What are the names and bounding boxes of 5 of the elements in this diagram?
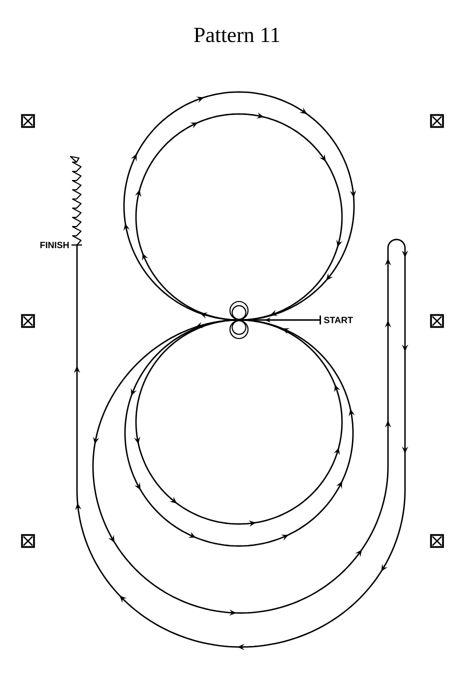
start-label: START	[324, 316, 353, 324]
finish-label: FINISH	[40, 242, 69, 248]
title: Pattern 11	[194, 28, 280, 42]
start-line	[248, 316, 321, 324]
spin-symbol	[229, 300, 249, 340]
